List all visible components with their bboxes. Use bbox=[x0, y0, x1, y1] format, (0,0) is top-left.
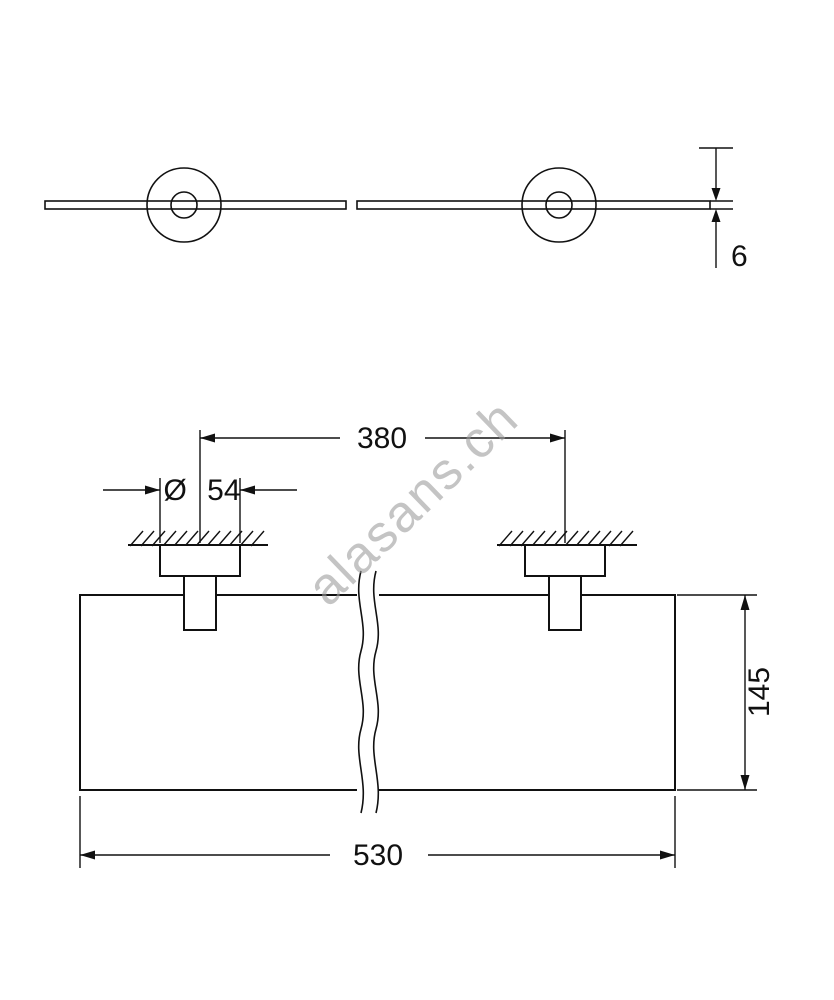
width-arrow-left bbox=[80, 850, 95, 860]
spacing-arrow-left bbox=[200, 433, 215, 443]
diameter-dimension-label: Ø 54 bbox=[163, 474, 240, 507]
width-dimension-label: 530 bbox=[353, 839, 403, 872]
right-mount-plate bbox=[524, 544, 606, 577]
right-wall-hatching bbox=[498, 530, 634, 547]
diameter-arrow-right bbox=[240, 485, 255, 495]
width-arrow-right bbox=[660, 850, 675, 860]
glass-profile-left-segment bbox=[44, 200, 347, 210]
right-mount-stem bbox=[548, 575, 582, 631]
spacing-arrow-right bbox=[550, 433, 565, 443]
watermark-text: alasans.ch bbox=[296, 389, 530, 617]
top-profile-view bbox=[44, 167, 711, 243]
thickness-arrow-up bbox=[711, 209, 721, 222]
thickness-arrow-down bbox=[711, 188, 721, 201]
shelf-body-right bbox=[379, 594, 676, 791]
thickness-dimension-label: 6 bbox=[731, 240, 748, 273]
right-escutcheon-inner-circle bbox=[545, 191, 573, 219]
front-view bbox=[79, 530, 676, 814]
left-mount-stem bbox=[183, 575, 217, 631]
overall-width-dimension: 530 bbox=[79, 796, 676, 872]
left-wall-hatching bbox=[129, 530, 265, 547]
left-escutcheon-inner-circle bbox=[170, 191, 198, 219]
thickness-dimension: 6 bbox=[699, 147, 748, 273]
depth-arrow-down bbox=[740, 775, 750, 790]
shelf-body-left bbox=[79, 594, 357, 791]
break-line-right bbox=[372, 570, 380, 814]
left-mount-plate bbox=[159, 544, 241, 577]
depth-arrow-up bbox=[740, 595, 750, 610]
escutcheon-diameter-dimension: Ø 54 bbox=[103, 474, 297, 543]
depth-dimension-label: 145 bbox=[743, 667, 776, 717]
spacing-dimension-label: 380 bbox=[357, 422, 407, 455]
right-escutcheon-outer-circle bbox=[521, 167, 597, 243]
diameter-arrow-left bbox=[145, 485, 160, 495]
glass-profile-right-segment bbox=[356, 200, 711, 210]
left-escutcheon-outer-circle bbox=[146, 167, 222, 243]
hole-spacing-dimension: 380 bbox=[199, 422, 566, 543]
depth-dimension: 145 bbox=[677, 594, 776, 791]
break-line-left bbox=[357, 570, 365, 814]
